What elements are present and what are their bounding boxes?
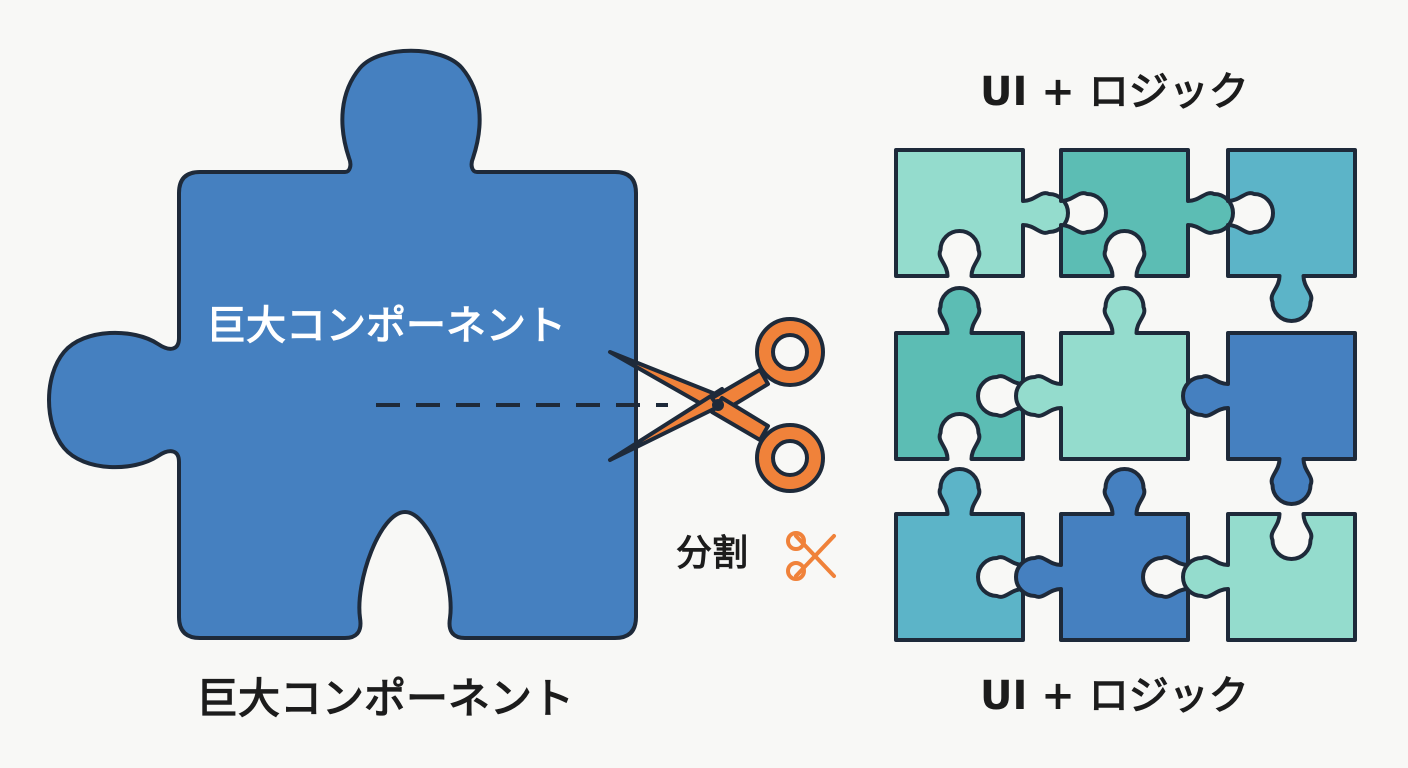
small-puzzle-piece-r1-c1	[894, 148, 1070, 278]
small-puzzle-piece-r1-c3	[1226, 148, 1357, 323]
scissors-pivot	[712, 399, 724, 411]
small-pieces-grid	[894, 148, 1357, 642]
big-puzzle-piece	[47, 48, 638, 640]
split-label: 分割	[676, 533, 749, 574]
scissors-handle-upper-hole	[771, 333, 809, 371]
scissors-handle-lower-hole	[771, 439, 809, 477]
small-puzzle-piece-r2-c3	[1181, 331, 1357, 506]
small-puzzle-piece-r3-c2	[1014, 467, 1190, 642]
scissors-icon	[608, 317, 825, 493]
small-scissors-icon	[786, 531, 836, 581]
small-puzzle-piece-r3-c3	[1181, 512, 1357, 642]
small-puzzle-piece-r1-c2	[1059, 148, 1235, 278]
ui-logic-caption: UI + ロジック	[980, 673, 1249, 719]
ui-logic-title: UI + ロジック	[980, 69, 1249, 115]
small-puzzle-piece-r2-c1	[894, 286, 1025, 461]
big-component-caption: 巨大コンポーネント	[196, 674, 575, 723]
small-puzzle-piece-r2-c2	[1014, 286, 1190, 461]
big-component-inner-label: 巨大コンポーネント	[206, 303, 566, 349]
small-puzzle-piece-r3-c1	[894, 467, 1025, 642]
